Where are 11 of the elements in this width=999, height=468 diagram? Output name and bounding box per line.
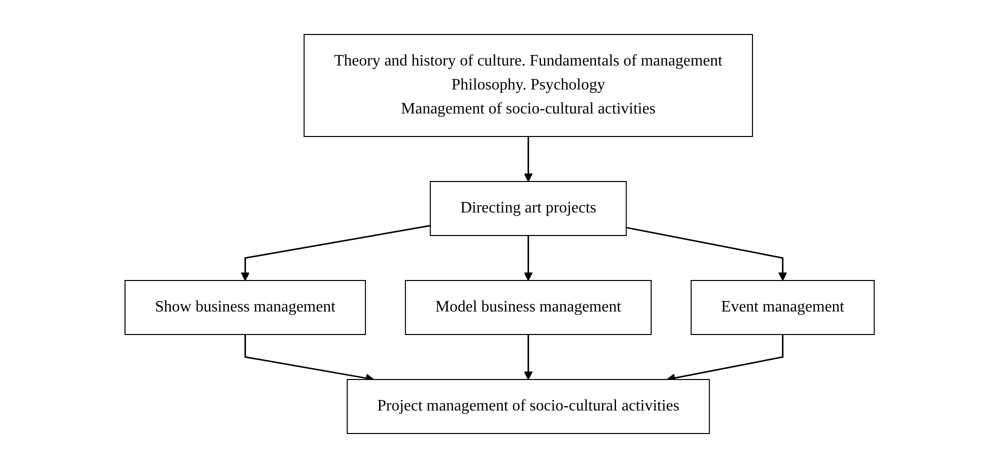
- arrow: [240, 224, 430, 281]
- node-box: Model business management: [404, 280, 652, 335]
- arrow: [524, 334, 533, 380]
- node-box: Directing art projects: [430, 181, 627, 236]
- node-box: Show business management: [124, 280, 366, 335]
- arrow: [524, 136, 533, 182]
- node-box: Theory and history of culture. Fundamentals of management Philosophy. Psychology Management of socio-cultural activities: [304, 34, 753, 137]
- node-box: Project management of socio-cultural activities: [346, 379, 710, 434]
- arrow: [626, 226, 787, 281]
- node-box: Event management: [690, 280, 875, 335]
- arrow: [524, 236, 533, 281]
